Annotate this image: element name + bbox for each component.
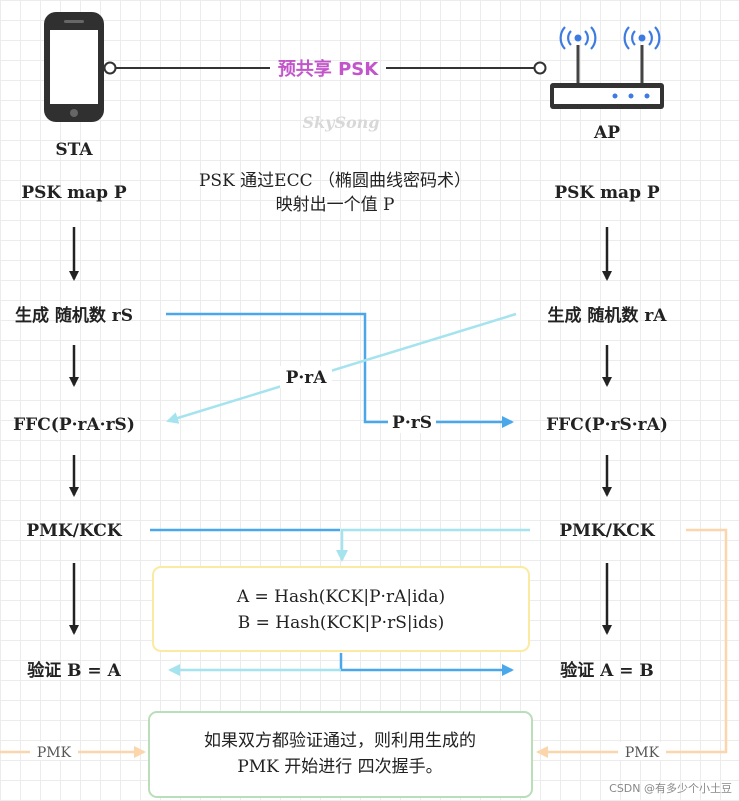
ecc-note-line1: PSK 通过ECC （椭圆曲线密码术） xyxy=(199,171,471,191)
ap-pmk-to-hash-arrow xyxy=(336,528,530,562)
prs-label: P·rS xyxy=(392,413,432,433)
ecc-note-line2: 映射出一个值 P xyxy=(276,195,395,215)
hash-a-formula: A = Hash(KCK|P·rA|ida) xyxy=(236,587,445,607)
final-line1: 如果双方都验证通过，则利用生成的 xyxy=(204,731,476,751)
hash-to-ap-verify-arrow xyxy=(339,653,514,676)
pra-exchange-arrow xyxy=(166,312,517,424)
sta-psk-map: PSK map P xyxy=(21,183,127,203)
final-line2: PMK 开始进行 四次握手。 xyxy=(237,757,442,777)
right-pmk-label: PMK xyxy=(625,745,660,761)
ap-pmk-kck: PMK/KCK xyxy=(559,521,655,541)
phone-icon xyxy=(44,12,104,122)
left-pmk-label: PMK xyxy=(37,745,72,761)
ap-generate-ra: 生成 随机数 rA xyxy=(548,305,668,326)
sta-generate-rs: 生成 随机数 rS xyxy=(15,305,133,326)
watermark: SkySong xyxy=(303,113,380,132)
router-icon xyxy=(550,26,664,109)
final-box xyxy=(148,711,533,798)
psk-link xyxy=(103,61,547,75)
ap-psk-map: PSK map P xyxy=(554,183,660,203)
csdn-credit: CSDN @有多少个小土豆 xyxy=(609,781,732,795)
sta-label: STA xyxy=(55,140,93,160)
hash-box xyxy=(152,566,530,652)
sta-pmk-kck: PMK/KCK xyxy=(26,521,122,541)
pra-label: P·rA xyxy=(286,368,328,388)
right-pmk-arrow xyxy=(536,528,728,758)
sta-ffc: FFC(P·rA·rS) xyxy=(13,415,135,435)
sta-verify: 验证 B = A xyxy=(27,660,121,681)
psk-label: 预共享 PSK xyxy=(278,58,379,80)
ap-verify: 验证 A = B xyxy=(560,660,654,681)
ap-ffc: FFC(P·rS·rA) xyxy=(546,415,668,435)
prs-exchange-arrow xyxy=(166,312,514,428)
hash-b-formula: B = Hash(KCK|P·rS|ids) xyxy=(238,613,445,633)
ap-label: AP xyxy=(593,123,620,143)
